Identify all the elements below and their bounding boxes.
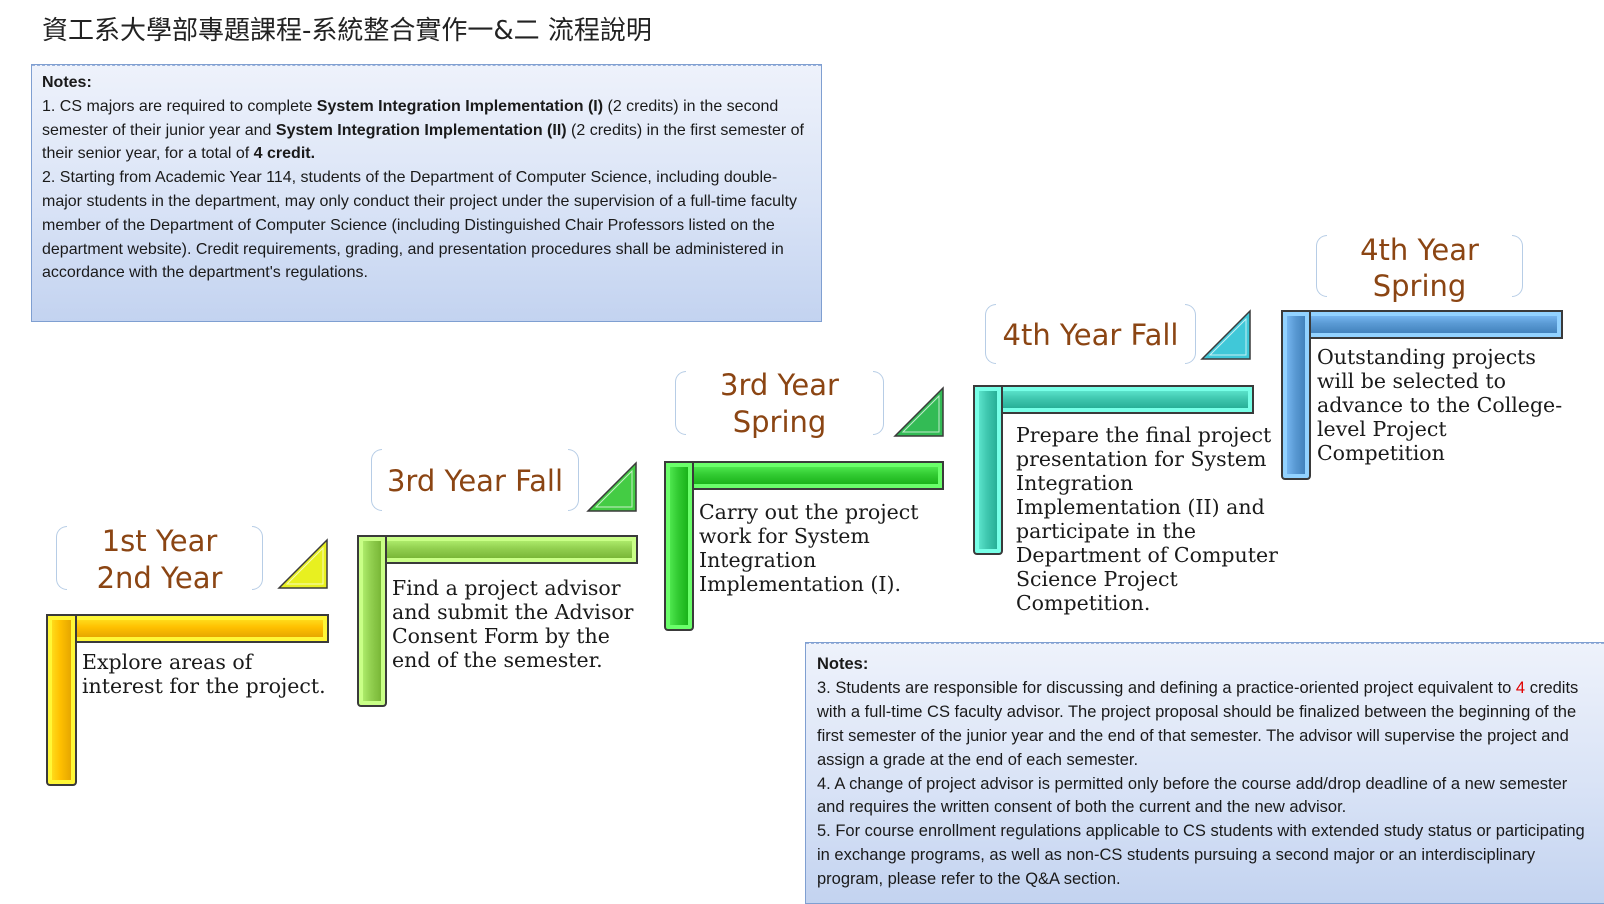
- stage-label-5-line2: Spring: [1372, 269, 1467, 303]
- step-text-2: Find a project advisor and submit the Ad…: [392, 576, 634, 672]
- notes-box-bottom: Notes: 3. Students are responsible for d…: [805, 642, 1604, 904]
- page-title: 資工系大學部專題課程-系統整合實作一&二 流程說明: [42, 16, 652, 46]
- step-bar-4-vertical: [973, 385, 1003, 555]
- step-bar-5-horizontal: [1281, 310, 1563, 339]
- stage-label-3: 3rd Year Spring: [675, 368, 884, 439]
- stage-label-2: 3rd Year Fall: [371, 447, 579, 511]
- note-5: 5. For course enrollment regulations app…: [817, 822, 1585, 889]
- note-3: 3. Students are responsible for discussi…: [817, 677, 1593, 773]
- stage-label-5-line1: 4th Year: [1360, 233, 1479, 267]
- notes-box-top: Notes: 1. CS majors are required to comp…: [31, 64, 822, 322]
- step-bar-5-vertical: [1281, 310, 1311, 480]
- step-bar-2-horizontal: [357, 535, 638, 564]
- step-text-1: Explore areas of interest for the projec…: [82, 650, 326, 698]
- note-1-text-3: (2 credits) in the first semester of the…: [42, 121, 804, 163]
- note-3-credits: 4: [1515, 678, 1526, 697]
- note-3-text-2: credits with a full-time CS faculty advi…: [817, 678, 1579, 769]
- note-1-course-2: System Integration Implementation (II): [275, 121, 567, 139]
- step-bar-4-horizontal: [973, 385, 1254, 414]
- triangle-2: [586, 461, 637, 512]
- step-bar-3-horizontal: [664, 461, 944, 490]
- notes-heading: Notes:: [42, 74, 92, 91]
- stage-label-3-line1: 3rd Year: [720, 368, 839, 402]
- step-bar-1-horizontal: [46, 614, 329, 643]
- stage-label-1-line1: 1st Year: [101, 524, 218, 558]
- stage-label-3-line2: Spring: [732, 405, 827, 439]
- note-1-course-1: System Integration Implementation (I): [316, 97, 604, 115]
- notes-heading: Notes:: [817, 655, 869, 673]
- note-1-text: 1. CS majors are required to complete: [42, 97, 317, 115]
- step-text-5: Outstanding projects will be selected to…: [1317, 345, 1563, 465]
- step-bar-2-vertical: [357, 535, 387, 707]
- note-4: 4. A change of project advisor is permit…: [817, 774, 1568, 817]
- note-3-text: 3. Students are responsible for discussi…: [817, 678, 1516, 697]
- stage-label-1-line2: 2nd Year: [96, 561, 223, 595]
- note-1: 1. CS majors are required to complete Sy…: [42, 95, 811, 166]
- step-text-4: Prepare the final project presentation f…: [1016, 423, 1278, 615]
- note-1-total: 4 credit.: [253, 145, 316, 163]
- triangle-4: [1200, 309, 1251, 360]
- stage-label-4: 4th Year Fall: [985, 302, 1196, 364]
- triangle-1: [277, 538, 328, 589]
- note-2: 2. Starting from Academic Year 114, stud…: [42, 169, 798, 282]
- step-text-3: Carry out the project work for System In…: [699, 500, 919, 596]
- stage-label-2-line1: 3rd Year Fall: [386, 464, 563, 498]
- step-bar-1-vertical: [46, 614, 77, 786]
- stage-label-1: 1st Year 2nd Year: [56, 524, 263, 595]
- note-1-text-2: (2 credits) in the second semester of th…: [42, 97, 779, 139]
- stage-label-4-line1: 4th Year Fall: [1002, 318, 1179, 352]
- step-bar-3-vertical: [664, 461, 694, 631]
- triangle-3: [893, 386, 944, 437]
- stage-label-5: 4th Year Spring: [1316, 233, 1523, 303]
